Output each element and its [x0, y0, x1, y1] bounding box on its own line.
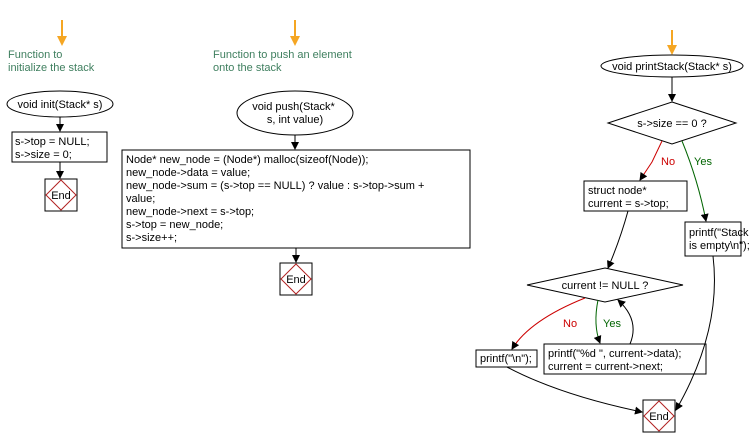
push-comment: Function to push an element onto the sta… [213, 49, 355, 74]
init-body-box [11, 131, 108, 163]
print-end-label: End [649, 411, 669, 423]
init-end-label: End [51, 190, 71, 202]
push-end-label: End [286, 274, 306, 286]
init-start-label: void init(Stack* s) [18, 99, 103, 111]
print-decision-size-label: s->size == 0 ? [637, 118, 706, 130]
print-current-init-box [583, 180, 688, 212]
init-flow: Function to initialize the stack void in… [6, 20, 114, 212]
push-start-label: void push(Stack* s, int value) [252, 101, 338, 126]
print-loop-body-text: printf("%d ", current->data); current = … [548, 348, 685, 373]
print-start-label: void printStack(Stack* s) [612, 61, 732, 73]
init-comment: Function to initialize the stack [8, 49, 95, 74]
print-loop-body-box [543, 343, 707, 375]
push-start-terminal [236, 90, 354, 136]
print-flow: void printStack(Stack* s) s->size == 0 ?… [475, 30, 752, 433]
print-newline-text: printf("\n"); [480, 353, 532, 365]
init-end-box [44, 178, 78, 212]
push-body-box [121, 149, 471, 249]
print-yes-label-2: Yes [603, 318, 621, 330]
print-decision-current [526, 267, 684, 303]
print-no-label-2: No [563, 318, 577, 330]
print-decision-size [606, 101, 738, 145]
push-body-text: Node* new_node = (Node*) malloc(sizeof(N… [126, 154, 427, 244]
print-end-box [642, 399, 676, 433]
push-flow: Function to push an element onto the sta… [121, 20, 471, 296]
print-no-label-1: No [661, 156, 675, 168]
push-end-box [279, 262, 313, 296]
print-current-init-text: struct node* current = s->top; [588, 185, 669, 210]
print-newline-box [475, 349, 538, 368]
print-yes-label-1: Yes [694, 156, 712, 168]
print-empty-text: printf("Stack is empty\n"); [689, 227, 752, 252]
init-body-text: s->top = NULL; s->size = 0; [15, 136, 93, 161]
print-decision-current-label: current != NULL ? [562, 280, 649, 292]
